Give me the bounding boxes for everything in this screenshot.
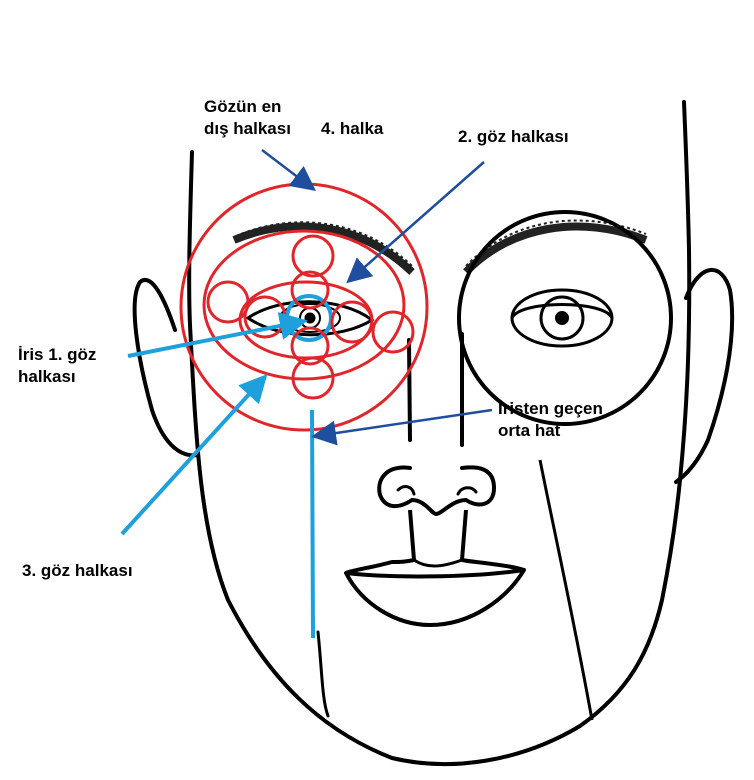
- arrows: [120, 149, 493, 536]
- jaw-line: [316, 630, 330, 718]
- label-ring-3: 3. göz halkası: [22, 561, 133, 580]
- cheek-line: [538, 459, 594, 721]
- label-iris: İris 1. göz halkası: [18, 345, 97, 386]
- left-eyebrow: [232, 222, 415, 275]
- label-ring-4: 4. halka: [321, 119, 384, 138]
- left-ear: [132, 278, 200, 458]
- arrow-iris: [127, 312, 308, 358]
- arrow-outer-ring: [261, 149, 316, 192]
- iris-midline: [310, 409, 315, 639]
- right-ear: [674, 268, 735, 484]
- small-ring-top: [291, 234, 335, 278]
- arrow-ring-3: [120, 374, 268, 536]
- small-ring-left-far: [206, 280, 250, 324]
- eye-rings: [179, 182, 429, 432]
- face-outline: [132, 100, 735, 767]
- small-ring-right-near: [330, 300, 374, 344]
- label-ring-2: 2. göz halkası: [458, 127, 569, 146]
- head-contour: [187, 100, 692, 767]
- mouth: [344, 509, 526, 627]
- arrow-ring-2: [346, 161, 485, 284]
- label-midline: İristen geçen orta hat: [498, 399, 603, 440]
- small-ring-right-far: [371, 310, 415, 354]
- small-ring-lower: [290, 326, 330, 366]
- small-ring-upper: [290, 270, 330, 310]
- ring-4: [202, 229, 406, 381]
- arrow-midline: [311, 408, 493, 446]
- right-eye: [457, 210, 673, 426]
- label-outer-ring: Gözün en dış halkası: [204, 97, 291, 138]
- right-eyebrow: [463, 222, 648, 275]
- small-ring-bottom: [291, 356, 335, 400]
